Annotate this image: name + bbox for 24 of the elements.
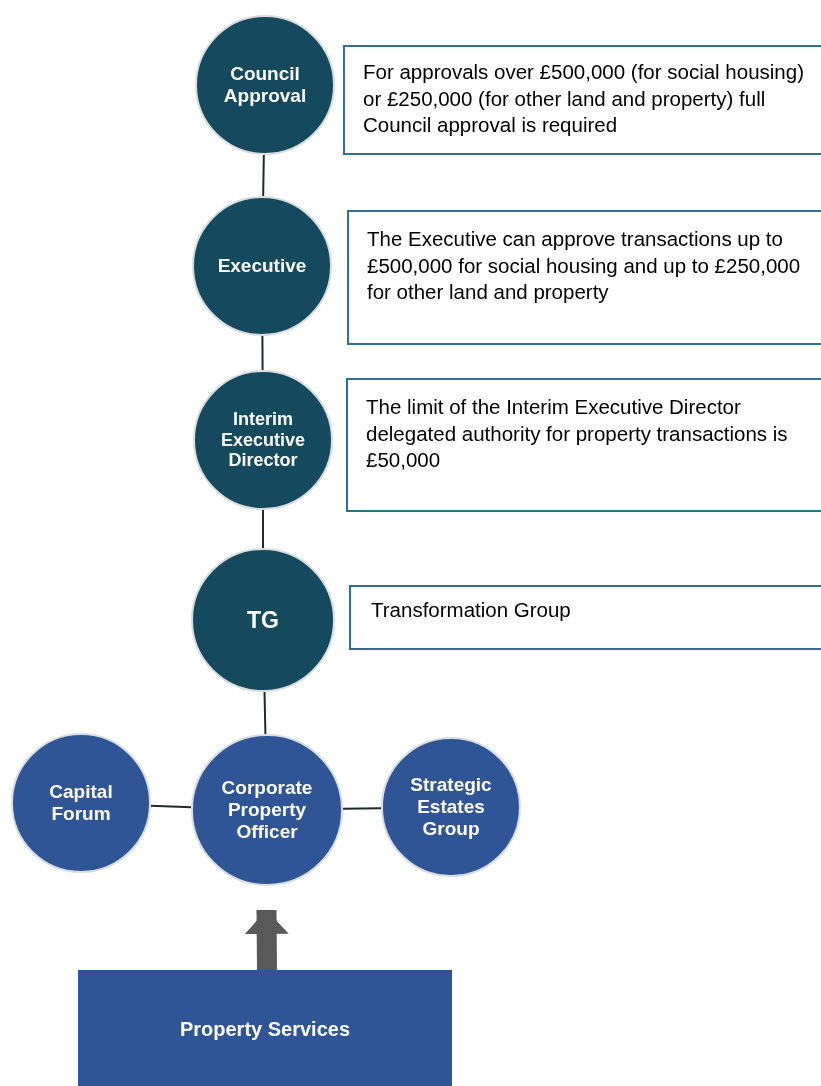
node-label: Executive	[217, 255, 307, 277]
node-label: Interim Executive Director	[219, 408, 307, 472]
note-box	[349, 585, 821, 650]
note-box	[347, 210, 821, 345]
connector-line	[263, 691, 267, 735]
connector-line	[149, 804, 193, 809]
arrow	[244, 909, 289, 971]
node-label: TG	[247, 606, 279, 634]
department-box	[78, 970, 452, 1086]
connector-line	[262, 509, 264, 549]
connector-line	[262, 154, 265, 197]
note-box	[343, 45, 821, 155]
note-text: The limit of the Interim Executive Director delegated authority for property transactions is £50,000	[366, 394, 789, 474]
node-label: Capital Forum	[48, 781, 114, 825]
note-text: Transformation Group	[371, 597, 571, 623]
note-text: The Executive can approve transactions up to £500,000 for social housing and up to £250,000 for other land and property	[367, 226, 802, 306]
connector-line	[342, 807, 382, 810]
note-box	[346, 378, 821, 512]
node-label: Council Approval	[222, 63, 308, 107]
connector-line	[261, 335, 264, 371]
node-label: Property Services	[179, 1017, 351, 1041]
node-label: Strategic Estates Group	[409, 774, 493, 840]
node-label: Corporate Property Officer	[220, 777, 314, 843]
note-text: For approvals over £500,000 (for social housing) or £250,000 (for other land and property) full Council approval is required	[363, 59, 805, 139]
